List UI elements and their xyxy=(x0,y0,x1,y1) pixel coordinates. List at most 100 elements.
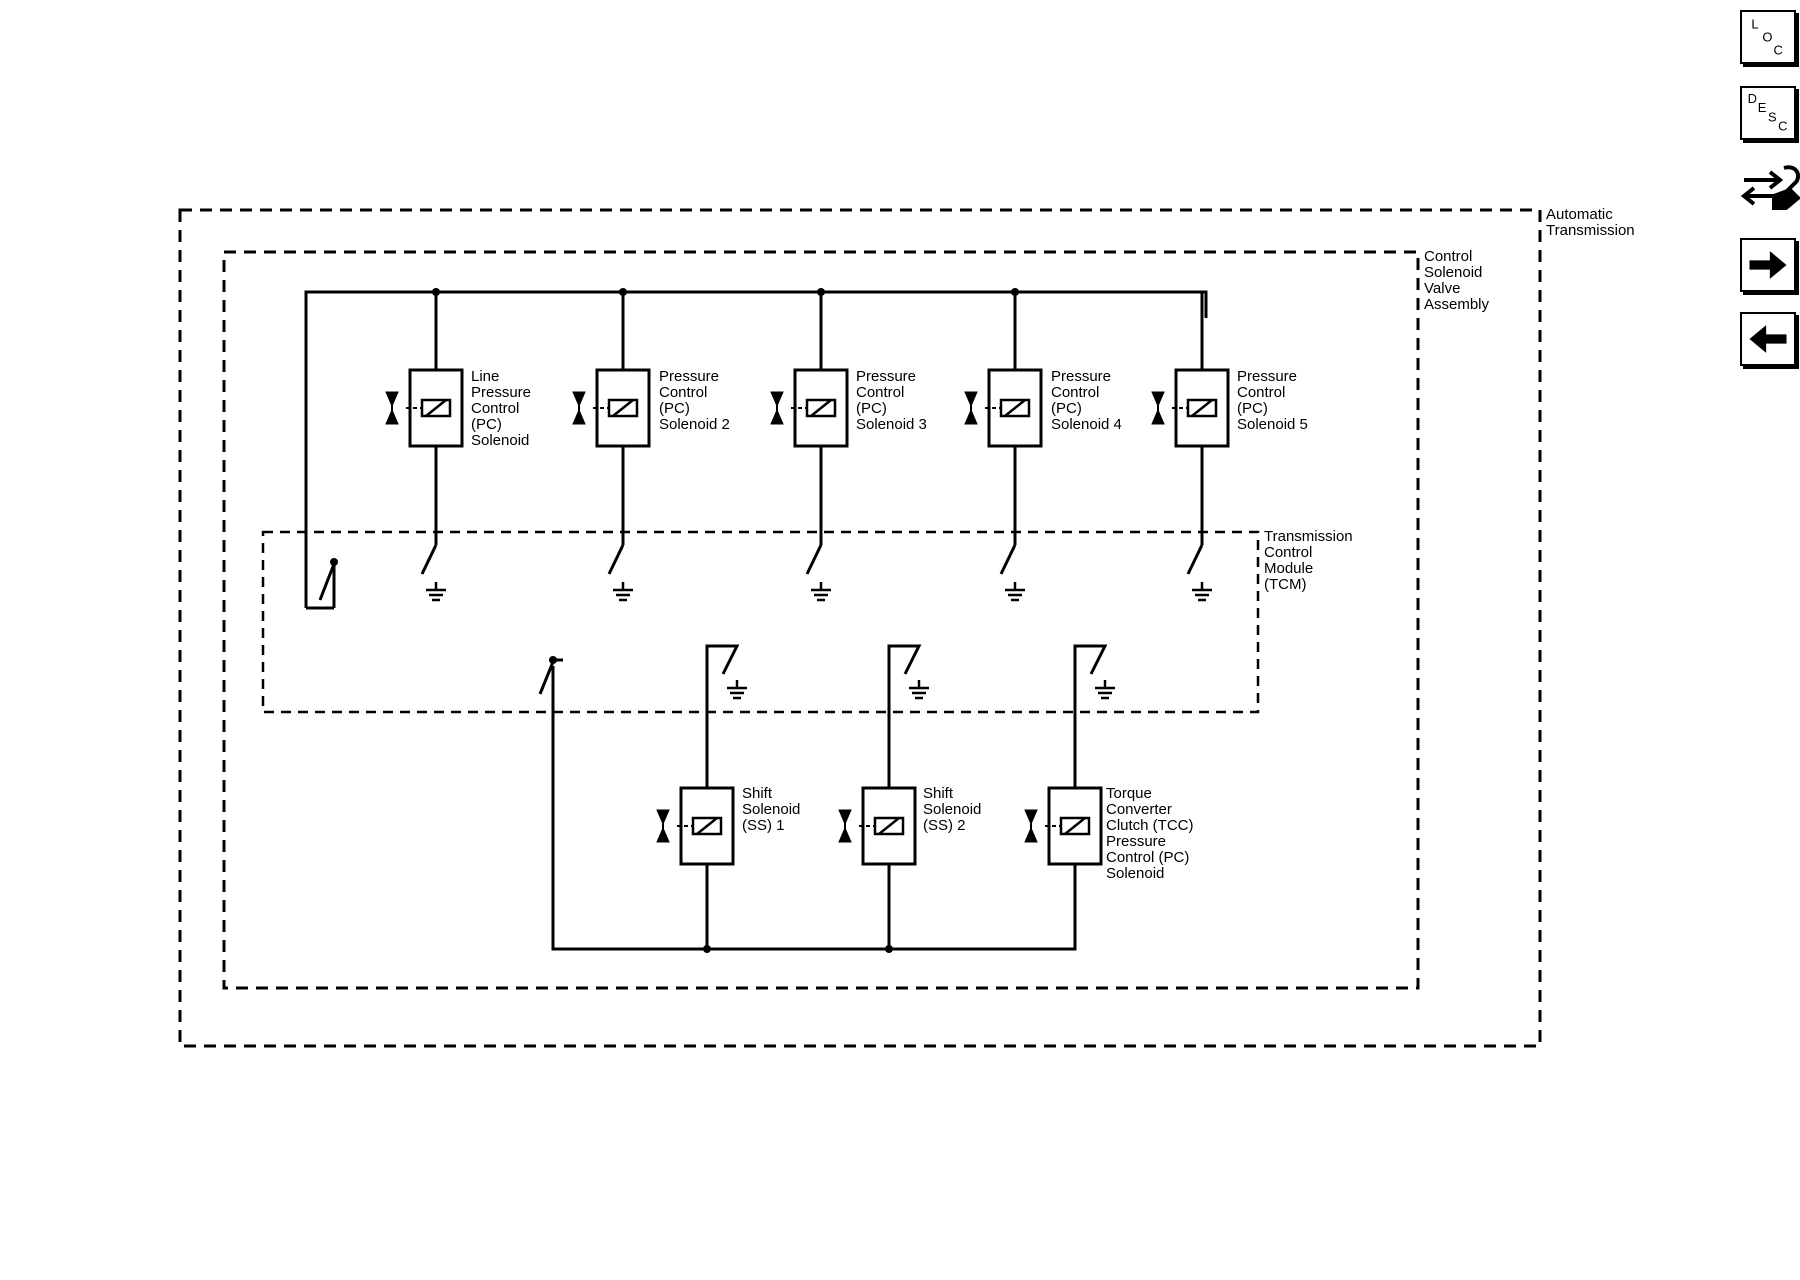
next-button[interactable] xyxy=(1740,238,1796,292)
bottom-solenoid-2-low-side-switch xyxy=(887,644,922,788)
tcm-outline xyxy=(261,530,1260,714)
bottom-solenoid-1-valve-top xyxy=(656,809,670,826)
top-solenoid-4-low-side-switch xyxy=(999,544,1017,575)
solenoid-group xyxy=(385,288,1230,953)
top-solenoid-label-3: Pressure Control (PC) Solenoid 3 xyxy=(856,368,927,433)
bottom-solenoid-3-valve-bottom xyxy=(1024,826,1038,843)
top-high-side-pivot xyxy=(330,558,338,566)
bottom-solenoid-2 xyxy=(838,786,917,866)
bottom-solenoid-1-wire xyxy=(705,644,740,949)
top-solenoid-2-valve-bottom xyxy=(572,408,586,425)
connector-wrench-button[interactable] xyxy=(1740,154,1800,218)
loc-icon: L O C xyxy=(1751,17,1783,58)
desc-button[interactable]: D E S C xyxy=(1740,86,1796,140)
bottom-solenoid-3-ground xyxy=(1095,680,1115,700)
top-solenoid-3 xyxy=(770,368,849,448)
top-high-side-switch xyxy=(306,558,338,610)
bottom-solenoid-3 xyxy=(1024,786,1103,866)
top-solenoid-5-valve-bottom xyxy=(1151,408,1165,425)
top-solenoid-label-2: Pressure Control (PC) Solenoid 2 xyxy=(659,368,730,433)
bottom-solenoid-2-valve-top xyxy=(838,809,852,826)
arrow-left-icon xyxy=(1749,325,1787,353)
bottom-high-side-arm xyxy=(538,661,555,695)
connector-wrench-icon xyxy=(1740,165,1800,210)
svg-text:O: O xyxy=(1762,30,1772,45)
bottom-high-side-switch xyxy=(538,656,563,712)
top-high-side-arm xyxy=(318,563,336,601)
svg-text:L: L xyxy=(1751,17,1758,32)
bottom-solenoid-1-low-side-switch xyxy=(705,644,740,788)
svg-text:E: E xyxy=(1758,100,1767,115)
control-solenoid-valve-assembly-outline xyxy=(222,250,1420,990)
top-solenoid-3-splice xyxy=(817,288,825,296)
svg-text:D: D xyxy=(1748,91,1757,106)
top-solenoid-4-valve-bottom xyxy=(964,408,978,425)
top-solenoid-4 xyxy=(964,368,1043,448)
control-solenoid-valve-assembly-label: Control Solenoid Valve Assembly xyxy=(1424,248,1490,313)
bottom-solenoid-2-wire xyxy=(887,644,922,949)
bottom-solenoid-3-low-side-switch xyxy=(1073,644,1108,788)
top-solenoid-5-coil-slash xyxy=(1191,399,1213,417)
top-solenoid-label-4: Pressure Control (PC) Solenoid 4 xyxy=(1051,368,1122,433)
top-solenoid-4-wire xyxy=(999,292,1017,575)
svg-text:C: C xyxy=(1778,119,1787,134)
region-outlines xyxy=(178,208,1542,1048)
top-solenoid-1-splice xyxy=(432,288,440,296)
top-solenoid-2-wire xyxy=(607,292,625,575)
top-solenoid-1-valve-bottom xyxy=(385,408,399,425)
svg-text:C: C xyxy=(1774,43,1783,58)
top-solenoid-2-valve-top xyxy=(572,391,586,408)
bottom-solenoid-2-coil-slash xyxy=(878,817,900,835)
bottom-solenoid-1 xyxy=(656,786,735,866)
top-solenoid-4-ground xyxy=(1005,582,1025,602)
top-solenoid-4-valve-top xyxy=(964,391,978,408)
bottom-solenoid-1-ground xyxy=(727,680,747,700)
top-solenoid-2-splice xyxy=(619,288,627,296)
tcm-label: Transmission Control Module (TCM) xyxy=(1264,528,1357,593)
bottom-bus-wire xyxy=(551,712,1077,951)
tcm-switches xyxy=(306,558,1212,712)
top-solenoid-5 xyxy=(1151,368,1230,448)
top-solenoid-5-valve-top xyxy=(1151,391,1165,408)
top-solenoid-label-5: Pressure Control (PC) Solenoid 5 xyxy=(1237,368,1308,433)
top-solenoid-2-low-side-switch xyxy=(607,544,625,575)
bottom-solenoid-3-valve-top xyxy=(1024,809,1038,826)
top-solenoid-2 xyxy=(572,368,651,448)
automatic-transmission-outline xyxy=(178,208,1542,1048)
top-solenoid-3-valve-bottom xyxy=(770,408,784,425)
bottom-solenoid-1-coil-slash xyxy=(696,817,718,835)
top-solenoid-3-ground xyxy=(811,582,831,602)
top-solenoid-1-low-side-switch xyxy=(420,544,438,575)
top-solenoid-1-valve-top xyxy=(385,391,399,408)
top-solenoid-3-low-side-switch xyxy=(805,544,823,575)
top-solenoid-3-coil-slash xyxy=(810,399,832,417)
bottom-solenoid-3-coil-slash xyxy=(1064,817,1086,835)
bottom-solenoid-2-valve-bottom xyxy=(838,826,852,843)
arrow-right-icon xyxy=(1749,251,1787,279)
bottom-solenoid-2-splice xyxy=(885,945,893,953)
bottom-solenoid-label-1: Shift Solenoid (SS) 1 xyxy=(742,785,805,834)
bottom-solenoid-2-ground xyxy=(909,680,929,700)
bottom-solenoid-label-3: Torque Converter Clutch (TCC) Pressure C… xyxy=(1106,785,1198,882)
top-solenoid-5-low-side-switch xyxy=(1186,544,1204,575)
bottom-solenoid-3-wire xyxy=(1073,644,1108,949)
top-solenoid-5-ground xyxy=(1192,582,1212,602)
bottom-solenoid-1-splice xyxy=(703,945,711,953)
top-solenoid-label-1: Line Pressure Control (PC) Solenoid xyxy=(471,368,535,449)
back-button[interactable] xyxy=(1740,312,1796,366)
bottom-solenoid-1-valve-bottom xyxy=(656,826,670,843)
top-solenoid-5-wire xyxy=(1186,292,1204,575)
top-solenoid-3-wire xyxy=(805,292,823,575)
top-solenoid-4-splice xyxy=(1011,288,1019,296)
svg-text:S: S xyxy=(1768,109,1777,124)
top-solenoid-4-coil-slash xyxy=(1004,399,1026,417)
top-solenoid-2-coil-slash xyxy=(612,399,634,417)
top-solenoid-2-ground xyxy=(613,582,633,602)
top-solenoid-3-valve-top xyxy=(770,391,784,408)
loc-button[interactable]: L O C xyxy=(1740,10,1796,64)
automatic-transmission-label: Automatic Transmission xyxy=(1546,206,1635,239)
top-solenoid-1-coil-slash xyxy=(425,399,447,417)
bottom-solenoid-label-2: Shift Solenoid (SS) 2 xyxy=(923,785,986,834)
top-solenoid-1-ground xyxy=(426,582,446,602)
